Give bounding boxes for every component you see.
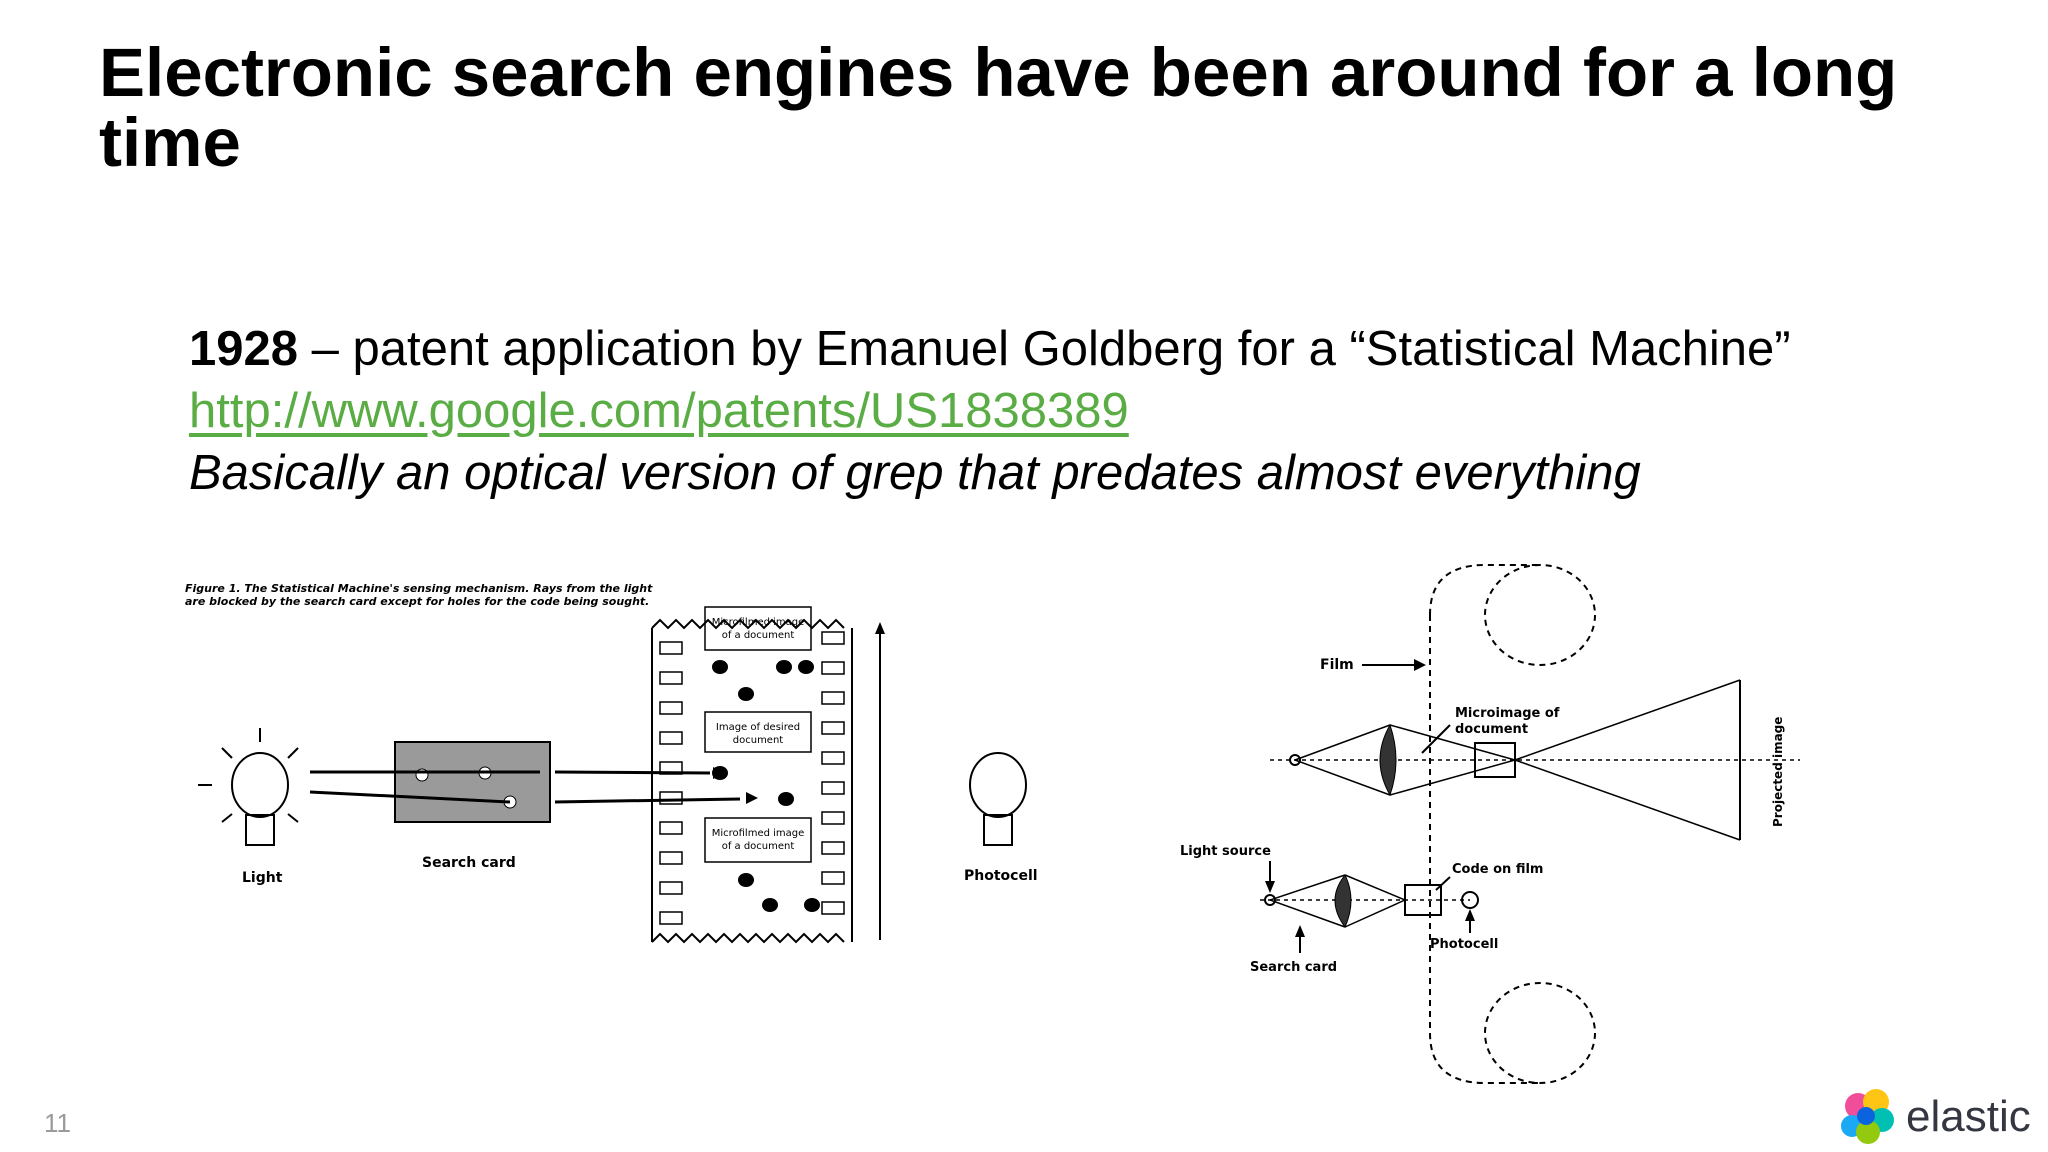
- film-perforations: [659, 631, 845, 925]
- figure-sensing-mechanism: Figure 1. The Statistical Machine's sens…: [180, 570, 940, 970]
- figure1-caption-line2: are blocked by the search card except fo…: [185, 595, 649, 608]
- patent-description: – patent application by Emanuel Goldberg…: [298, 322, 1791, 376]
- light-bulb-icon: [198, 728, 299, 846]
- photocell-label: Photocell: [964, 868, 1038, 884]
- search-card-label: Search card: [422, 855, 516, 871]
- light-rays: [309, 770, 741, 804]
- microfilm-bottom-label-1: Microfilmed image: [712, 828, 805, 839]
- figure-optical-system: Film Microimage of document Projected im…: [1140, 555, 1800, 1095]
- microfilm-top-label-2: of a document: [722, 630, 795, 641]
- elastic-logo-icon: [1841, 1089, 1894, 1144]
- desired-label-1: Image of desired: [716, 722, 800, 733]
- light-source-label: Light source: [1180, 844, 1271, 859]
- microfilm-top-label-1: Microfilmed image: [712, 617, 805, 628]
- photocell-label-2: Photocell: [1430, 937, 1498, 952]
- upper-lens-icon: [1379, 723, 1397, 797]
- microimage-label-1: Microimage of: [1455, 706, 1560, 721]
- elastic-logo: elastic: [1836, 1086, 2036, 1146]
- patent-line: 1928 – patent application by Emanuel Gol…: [189, 318, 1791, 380]
- code-on-film-label: Code on film: [1452, 862, 1543, 877]
- lower-lens-icon: [1334, 874, 1352, 928]
- description-note: Basically an optical version of grep tha…: [189, 446, 1641, 500]
- year: 1928: [189, 322, 299, 376]
- desired-label-2: document: [733, 735, 784, 746]
- patent-link[interactable]: http://www.google.com/patents/US1838389: [189, 384, 1129, 438]
- slide-body: 1928 – patent application by Emanuel Gol…: [189, 318, 1791, 504]
- search-card-label-2: Search card: [1250, 960, 1337, 975]
- code-on-film-icon: [1461, 891, 1479, 909]
- figure1-caption-line1: Figure 1. The Statistical Machine's sens…: [185, 582, 653, 595]
- figure1-photocell: Photocell: [950, 740, 1060, 890]
- film-label: Film: [1320, 657, 1354, 673]
- brand-name: elastic: [1906, 1092, 2031, 1141]
- microimage-label-2: document: [1455, 722, 1528, 737]
- code-dots: [712, 660, 820, 912]
- light-label: Light: [242, 870, 283, 886]
- page-number: 11: [44, 1108, 71, 1138]
- projected-image-label: Projected image: [1771, 717, 1785, 827]
- microfilm-bottom-label-2: of a document: [722, 841, 795, 852]
- photocell-bulb-icon: [969, 752, 1027, 846]
- film-strip: [651, 618, 881, 944]
- slide-title: Electronic search engines have been arou…: [99, 34, 1898, 181]
- search-card: [394, 741, 551, 823]
